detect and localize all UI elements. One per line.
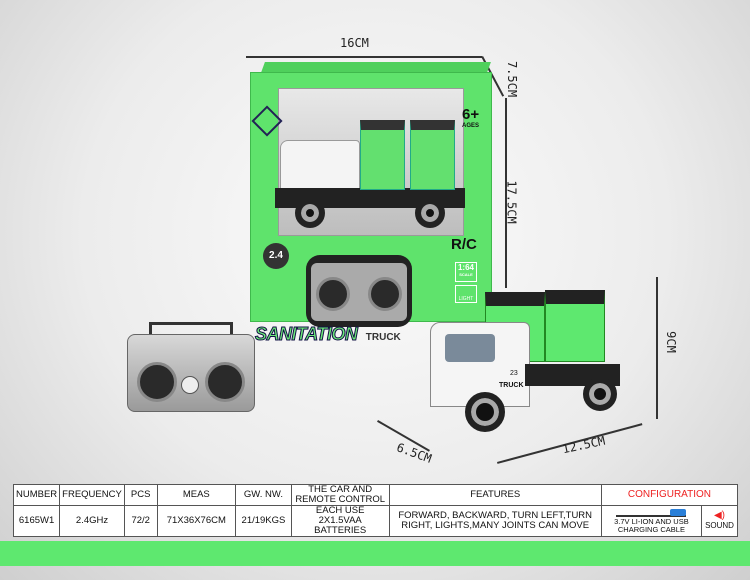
dimension-box-height: 17.5CM (504, 180, 519, 224)
remote-control (127, 322, 255, 412)
dimension-truck-width: 6.5CM (394, 440, 434, 466)
table-row: 6165W1 2.4GHz 72/2 71X36X76CM 21/19KGS E… (12, 505, 738, 537)
dimension-box-depth: 7.5CM (505, 60, 520, 98)
header-car-remote: THE CAR AND REMOTE CONTROL (290, 484, 390, 506)
cell-charging-cable: 3.7V LI-ION AND USB CHARGING CABLE (600, 505, 703, 537)
package-title: SANITATION TRUCK (254, 324, 401, 345)
scale-value: 1:64 (457, 263, 474, 272)
cell-meas: 71X36X76CM (156, 505, 237, 537)
rc-label: R/C (451, 236, 477, 253)
header-frequency: FREQUENCY (59, 484, 125, 506)
boxed-remote (306, 255, 412, 327)
charging-cable-label: 3.7V LI-ION AND USB CHARGING CABLE (614, 517, 689, 534)
speaker-icon: ◀) (713, 510, 726, 521)
header-pcs: PCS (123, 484, 158, 506)
subtitle-text: TRUCK (365, 332, 401, 343)
header-configuration: CONFIGURATION (600, 484, 739, 506)
header-meas: MEAS (156, 484, 237, 506)
cell-car-remote: EACH USE 2X1.5VAA BATTERIES (290, 505, 390, 537)
cell-sound: ◀) SOUND (701, 505, 738, 537)
age-label: AGES (462, 123, 480, 129)
frequency-badge: 2.4 (263, 243, 289, 269)
cell-features: FORWARD, BACKWARD, TURN LEFT,TURN RIGHT,… (388, 505, 602, 537)
usb-cable-icon (616, 509, 687, 517)
header-number: NUMBER (12, 484, 61, 506)
spec-table: NUMBER FREQUENCY PCS MEAS GW. NW. THE CA… (12, 484, 739, 537)
cell-frequency: 2.4GHz (59, 505, 125, 537)
scale-badge: 1:64 SCALE (455, 262, 477, 282)
dimension-line-width (246, 56, 482, 58)
dimension-line-truck-height (656, 277, 658, 419)
dimension-line-height (505, 98, 507, 288)
garbage-truck: 23 TRUCK (425, 282, 625, 442)
title-text: SANITATION (254, 324, 358, 345)
age-badge: 6+ AGES (462, 106, 479, 129)
table-header-row: NUMBER FREQUENCY PCS MEAS GW. NW. THE CA… (12, 484, 739, 506)
header-features: FEATURES (388, 484, 602, 506)
sound-label: SOUND (705, 521, 734, 530)
light-badge: LIGHT (455, 285, 477, 303)
truck-text: TRUCK (499, 382, 524, 389)
header-gw-nw: GW. NW. (235, 484, 292, 506)
boxed-truck (275, 120, 465, 230)
cell-gw-nw: 21/19KGS (235, 505, 292, 537)
age-value: 6+ (462, 106, 480, 123)
truck-number: 23 (510, 370, 518, 377)
green-footer-bar (0, 541, 750, 566)
cell-number: 6165W1 (12, 505, 61, 537)
cell-pcs: 72/2 (123, 505, 158, 537)
dimension-box-width: 16CM (340, 36, 369, 50)
scale-label: SCALE (459, 272, 473, 277)
dimension-truck-height: 9CM (663, 331, 678, 353)
